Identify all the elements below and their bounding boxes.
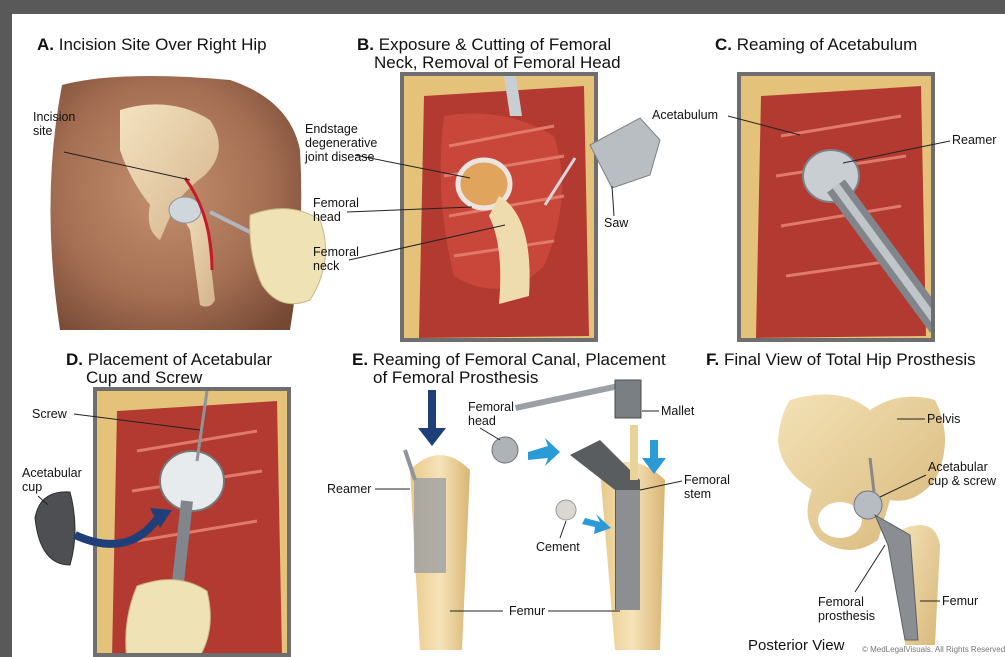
prosthesis-ball: [854, 491, 882, 519]
label-acetabular-cup-screw-line1: Acetabular: [928, 460, 988, 474]
label-femoral-prosthesis-line2: prosthesis: [818, 609, 875, 623]
label-acetabular-cup-screw-line2: cup & screw: [928, 474, 996, 488]
label-femoral-prosthesis-line1: Femoral: [818, 595, 864, 609]
panel-f-title: F. Final View of Total Hip Prosthesis: [706, 350, 976, 369]
label-pelvis: Pelvis: [927, 412, 960, 426]
label-posterior-view: Posterior View: [748, 636, 844, 655]
copyright-notice: © MedLegalVisuals. All Rights Reserved: [862, 645, 1005, 654]
leader-femprosth: [855, 545, 885, 592]
label-femur-f: Femur: [942, 594, 978, 608]
